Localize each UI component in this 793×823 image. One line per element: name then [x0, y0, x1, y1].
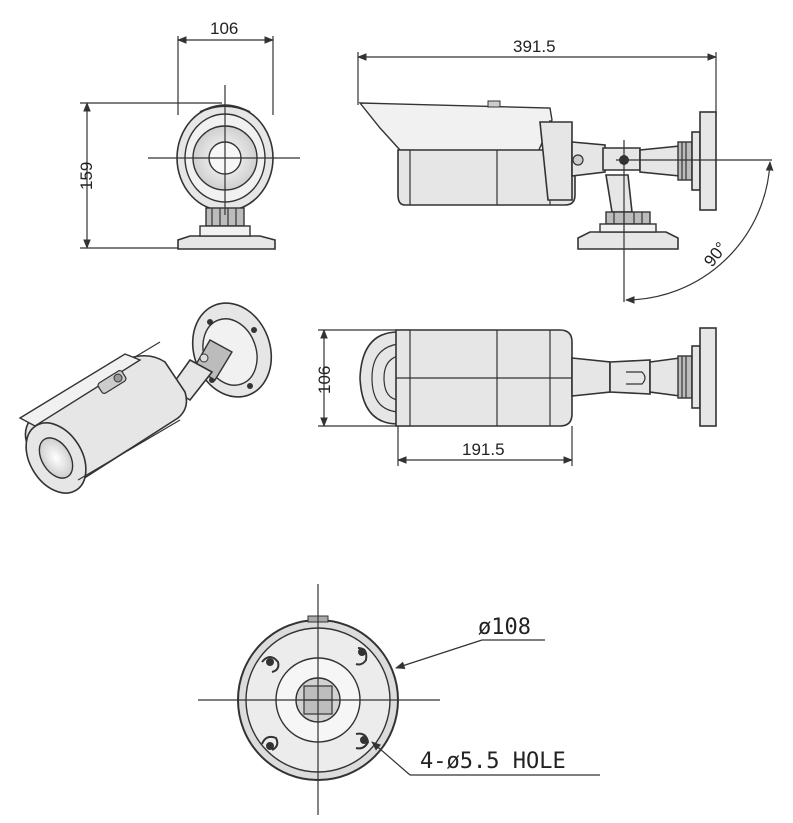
body-length-label: 191.5 [462, 440, 505, 459]
base-view: ø108 4-ø5.5 HOLE [198, 584, 600, 815]
front-view: 106 159 [77, 19, 300, 250]
front-height-label: 159 [77, 162, 96, 190]
top-view: 106 191.5 [315, 327, 717, 466]
tilt-angle-label: 90° [700, 238, 731, 270]
front-width-label: 106 [210, 19, 238, 38]
top-height-label: 106 [315, 366, 334, 394]
overall-length-label: 391.5 [513, 37, 556, 56]
mount-holes-label: 4-ø5.5 HOLE [420, 749, 566, 774]
isometric-view [18, 302, 273, 494]
base-diameter-label: ø108 [478, 615, 531, 640]
side-view: 391.5 90° [357, 37, 774, 304]
